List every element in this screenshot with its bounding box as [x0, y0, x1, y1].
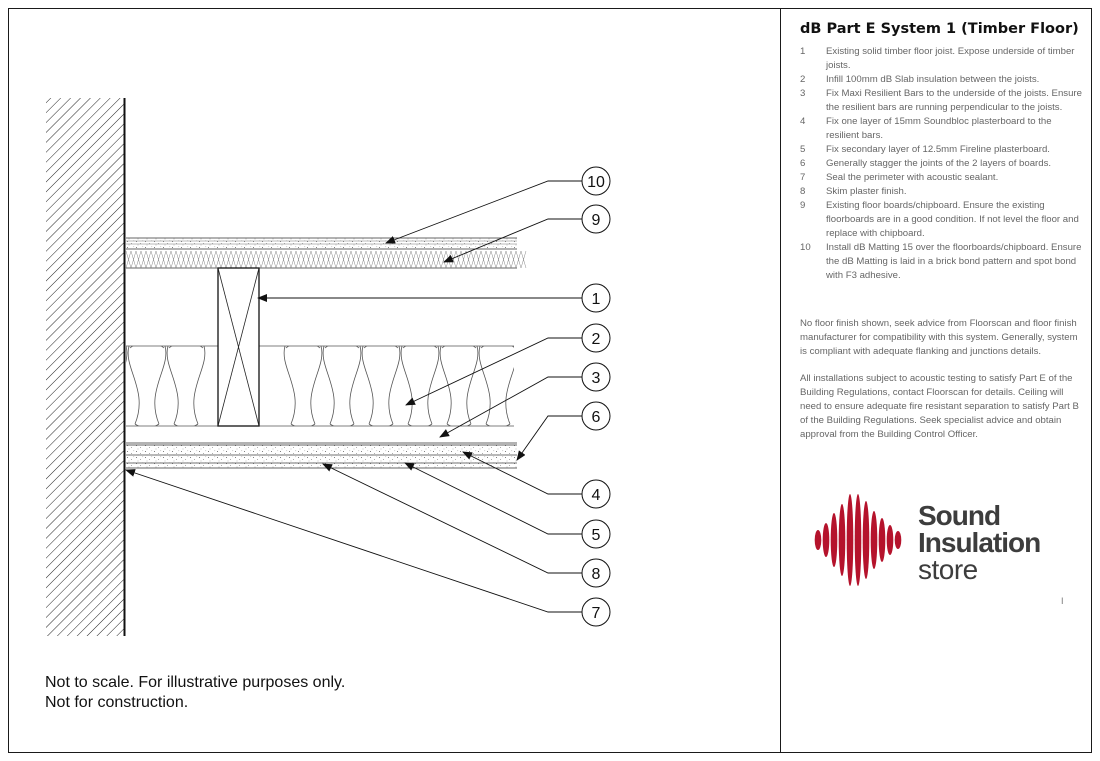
soundwave-bar: [822, 523, 830, 557]
callout-8: 8: [581, 558, 611, 588]
db-matting-layer: [126, 237, 517, 250]
disclaimer-line-2: Not for construction.: [45, 694, 189, 711]
callout-5: 5: [581, 519, 611, 549]
wall: [46, 98, 126, 636]
disclaimer-line-1: Not to scale. For illustrative purposes …: [45, 674, 346, 691]
callout-7: 7: [581, 597, 611, 627]
soundwave-bar: [886, 525, 894, 555]
insulation-layer: [126, 345, 514, 427]
soundwave-bar: [894, 531, 902, 549]
soundwave-bar: [854, 494, 862, 586]
callout-1: 1: [581, 283, 611, 313]
svg-text:10: 10: [587, 174, 605, 191]
floor-section-drawing: 10 9 1 2 3 6 4 5 8 7: [46, 98, 611, 636]
logo-line-1: Sound: [918, 500, 1001, 531]
callout-9: 9: [581, 204, 611, 234]
svg-text:1: 1: [592, 291, 601, 308]
callout-4: 4: [581, 479, 611, 509]
floorboard-layer: [125, 250, 527, 269]
logo-line-3: store: [918, 554, 978, 585]
leader-lines: [125, 180, 582, 613]
svg-text:7: 7: [592, 605, 601, 622]
compatibility-note: No floor finish shown, seek advice from …: [800, 318, 1078, 357]
logo-wordmark: Sound Insulation store: [918, 500, 1041, 585]
svg-text:9: 9: [592, 212, 601, 229]
callout-6: 6: [581, 401, 611, 431]
soundwave-bar: [878, 518, 886, 562]
svg-text:3: 3: [592, 370, 601, 387]
soundwave-bar: [870, 511, 878, 569]
disclaimer: Not to scale. For illustrative purposes …: [45, 673, 345, 713]
panel-divider: [780, 8, 781, 753]
drawing-frame: [8, 8, 1092, 753]
testing-note: All installations subject to acoustic te…: [800, 373, 1079, 440]
svg-text:2: 2: [592, 331, 601, 348]
svg-text:8: 8: [592, 566, 601, 583]
svg-text:6: 6: [592, 409, 601, 426]
callout-2: 2: [581, 323, 611, 353]
sound-insulation-store-logo: Sound Insulation store: [812, 490, 1062, 595]
soundwave-bar: [846, 494, 854, 586]
soundwave-bar: [814, 530, 822, 550]
soundwave-icon: [814, 494, 902, 586]
panel-title: dB Part E System 1 (Timber Floor): [800, 21, 1079, 37]
soundwave-bar: [862, 501, 870, 579]
soundwave-bar: [830, 513, 838, 567]
callout-10: 10: [581, 166, 611, 196]
logo-line-2: Insulation: [918, 527, 1041, 558]
svg-text:4: 4: [592, 487, 601, 504]
plasterboard-layers: [126, 444, 517, 469]
callout-3: 3: [581, 362, 611, 392]
timber-joist: [217, 267, 260, 427]
soundwave-bar: [838, 504, 846, 576]
page-mark: I: [1061, 596, 1064, 606]
svg-text:5: 5: [592, 527, 601, 544]
